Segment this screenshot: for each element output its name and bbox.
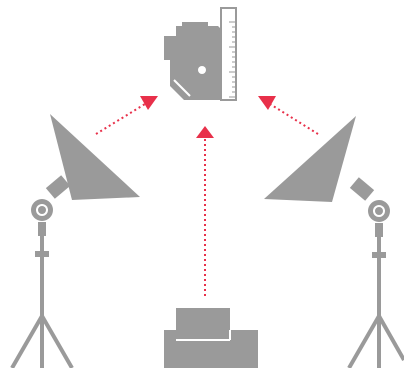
subject-highlight-line [173, 79, 191, 97]
scale-ruler-ticks [229, 21, 236, 98]
subject-camera-icon [164, 7, 237, 101]
right-tripod-legs [347, 315, 404, 368]
subject-top-bump [182, 22, 208, 30]
left-stand-pole [38, 222, 46, 236]
arrow-camera-to-subject [196, 126, 214, 296]
right-stand-pole-lower [377, 237, 381, 318]
left-light-icon [10, 114, 140, 368]
subject-side-button [164, 52, 172, 60]
left-tripod-legs [10, 315, 74, 368]
right-softbox [264, 116, 356, 202]
right-stand-clamp [372, 252, 386, 258]
arrow-left-to-subject [95, 96, 158, 135]
subject-lens-dot [198, 66, 206, 74]
camera-icon [164, 308, 258, 368]
right-light-icon [264, 116, 404, 368]
subject-body [164, 26, 232, 100]
arrow-right-to-subject [258, 96, 319, 135]
camera-body [164, 330, 258, 368]
right-light-pivot-inner [375, 207, 383, 215]
left-light-pivot-inner [38, 206, 46, 214]
left-softbox [50, 114, 140, 200]
left-stand-clamp [35, 251, 49, 257]
left-stand-pole-lower [40, 236, 44, 318]
right-light-head [349, 177, 375, 201]
right-stand-pole [375, 223, 383, 237]
left-light-head [45, 175, 71, 199]
